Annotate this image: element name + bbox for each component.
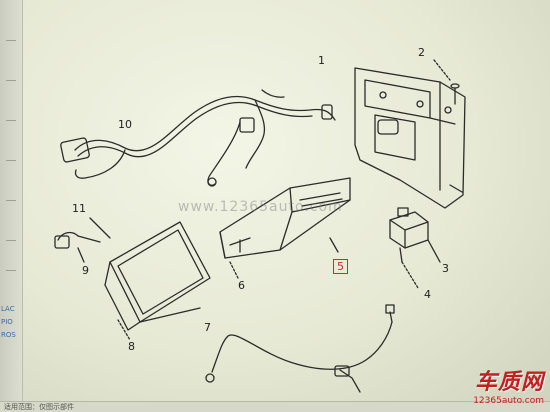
clip-sensor-9-11 (54, 217, 111, 263)
antenna-cable (205, 304, 395, 393)
bolt-2 (433, 59, 460, 105)
mounting-bracket-1 (354, 67, 466, 209)
callout-5-highlight: 5 (333, 259, 348, 274)
strip-tick (6, 160, 16, 161)
site-watermark: www.12365auto.com (178, 199, 343, 215)
strip-label: ROS (1, 331, 16, 339)
wiring-harness-10 (60, 89, 336, 187)
brand-logo: 车质网 12365auto.com (446, 364, 544, 406)
callout-8: 8 (128, 340, 135, 353)
callout-11: 11 (72, 202, 86, 215)
callout-10: 10 (118, 118, 132, 131)
callout-1: 1 (318, 54, 325, 67)
bottom-status-text: 适用范围：仅图示部件 (4, 403, 74, 411)
strip-tick (6, 200, 16, 201)
strip-label: PIO (1, 318, 13, 326)
logo-url: 12365auto.com (473, 396, 544, 406)
callout-3: 3 (442, 262, 449, 275)
strip-tick (6, 120, 16, 121)
strip-tick (6, 270, 16, 271)
strip-tick (6, 40, 16, 41)
callout-6: 6 (238, 279, 245, 292)
callout-7: 7 (204, 321, 211, 334)
relay-3 (389, 207, 441, 263)
logo-text: 车质网 (474, 370, 544, 395)
callout-9: 9 (82, 264, 89, 277)
callout-4: 4 (424, 288, 431, 301)
callout-2: 2 (418, 46, 425, 59)
bottom-taskbar: 适用范围：仅图示部件 (0, 401, 550, 412)
strip-label: LAC (1, 305, 15, 313)
strip-tick (6, 240, 16, 241)
strip-tick (6, 80, 16, 81)
control-module-5 (219, 177, 351, 259)
display-panel-7 (104, 221, 211, 331)
left-window-strip: LAC PIO ROS (0, 0, 23, 412)
